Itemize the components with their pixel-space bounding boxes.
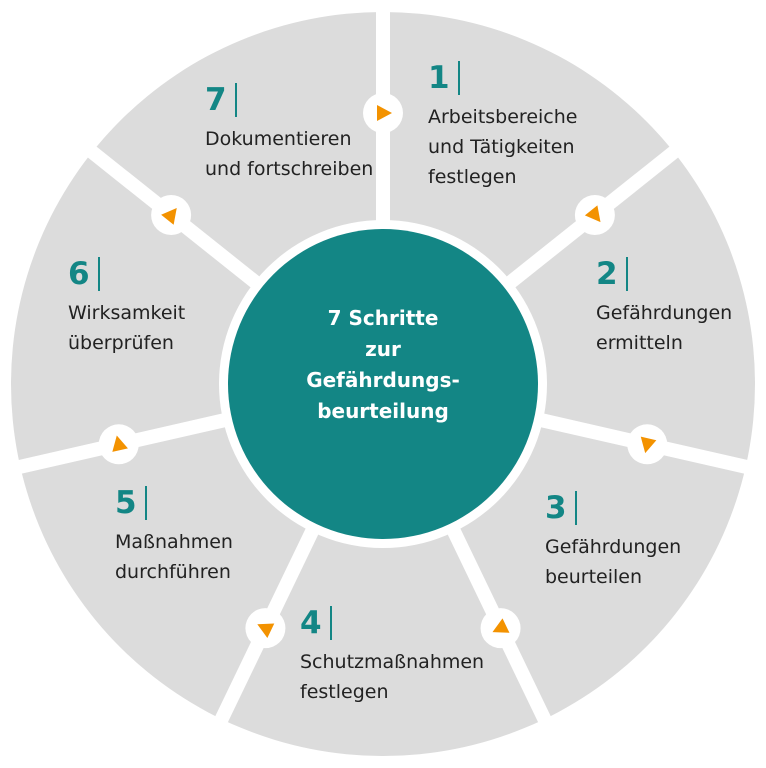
step-number: 2 [596, 256, 618, 292]
center-title: 7 Schritte zur Gefährdungs- beurteilung [253, 303, 513, 427]
step-number: 5 [115, 485, 137, 521]
step-label: Wirksamkeit [68, 302, 186, 324]
number-divider [625, 257, 628, 291]
center-title-line: zur [365, 337, 401, 361]
arrow-icon [161, 207, 177, 225]
arrow-icon [640, 436, 657, 454]
step-5: 5 Maßnahmen durchführen [115, 485, 233, 587]
step-label: Arbeitsbereiche [428, 106, 578, 128]
step-label: Gefährdungen [545, 536, 682, 558]
step-number: 7 [205, 82, 227, 118]
step-7: 7 Dokumentieren und fortschreiben [205, 82, 373, 184]
step-label: beurteilen [545, 566, 643, 588]
arrow-icon [112, 435, 128, 452]
step-1: 1 Arbeitsbereiche und Tätigkeiten festlege… [428, 60, 577, 192]
arrow-icon [377, 105, 392, 121]
number-divider [234, 83, 237, 117]
number-divider [144, 486, 147, 520]
number-divider [97, 257, 100, 291]
step-4: 4 Schutzmaßnahmen festlegen [300, 605, 484, 707]
step-label: ermitteln [596, 332, 683, 354]
step-6: 6 Wirksamkeit überprüfen [68, 256, 185, 358]
arrow-icon [492, 618, 510, 633]
arrow-icon [257, 623, 275, 638]
center-title-line: beurteilung [317, 399, 449, 423]
center-title-line: 7 Schritte [327, 306, 439, 330]
center-circle [228, 229, 538, 539]
step-label: und fortschreiben [205, 158, 374, 180]
step-2: 2 Gefährdungen ermitteln [596, 256, 732, 358]
step-number: 6 [68, 256, 90, 292]
number-divider [574, 491, 577, 525]
number-divider [457, 61, 460, 95]
center-title-line: Gefährdungs- [306, 368, 460, 392]
step-label: festlegen [300, 681, 389, 703]
step-label: Schutzmaßnahmen [300, 651, 485, 673]
step-label: und Tätigkeiten [428, 136, 575, 158]
step-label: Gefährdungen [596, 302, 733, 324]
step-number: 3 [545, 490, 567, 526]
number-divider [329, 606, 332, 640]
step-label: überprüfen [68, 332, 174, 354]
step-number: 1 [428, 60, 450, 96]
step-number: 4 [300, 605, 322, 641]
step-label: Maßnahmen [115, 531, 233, 553]
arrow-icon [584, 205, 601, 223]
step-label: festlegen [428, 166, 517, 188]
step-label: durchführen [115, 561, 231, 583]
step-label: Dokumentieren [205, 128, 352, 150]
step-3: 3 Gefährdungen beurteilen [545, 490, 681, 592]
